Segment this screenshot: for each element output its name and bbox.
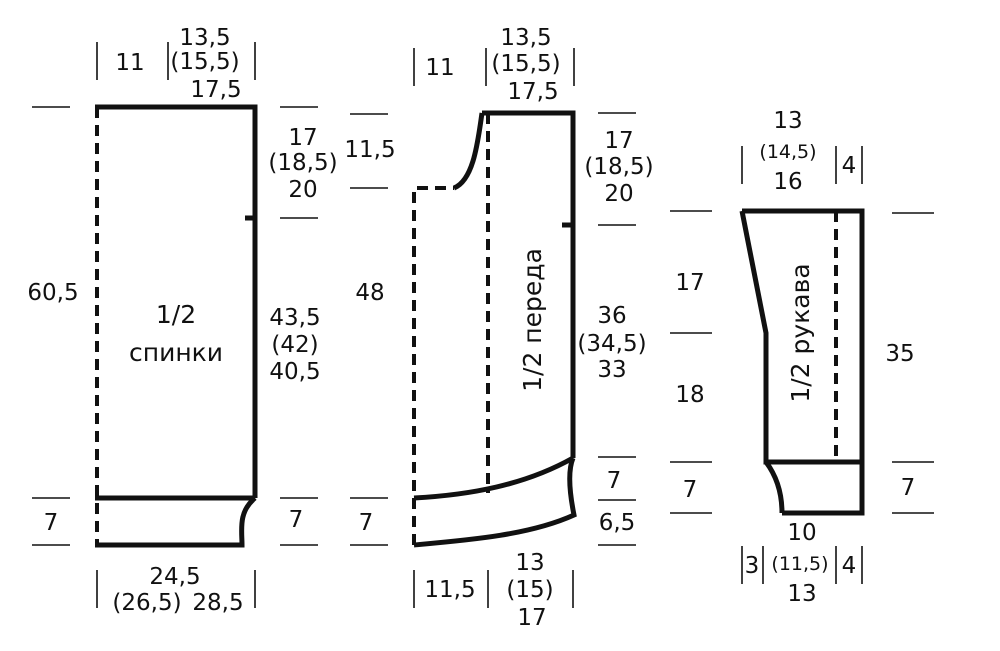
back-rib-right-label: 7: [289, 507, 304, 533]
front-armhole-label-2: (18,5): [584, 154, 653, 180]
sleeve-bottom-mid-label-1: 10: [787, 520, 816, 546]
sleeve-cuff-right-label: 7: [901, 475, 916, 501]
front-top-right-label-3: 17,5: [507, 79, 558, 105]
back-title-line-2: спинки: [129, 338, 223, 367]
back-title-line-1: 1/2: [156, 300, 196, 329]
sleeve-upper-label: 17: [675, 270, 704, 296]
front-bottom-left-label: 11,5: [424, 577, 475, 603]
back-top-right-label-1: 13,5: [179, 25, 230, 51]
sleeve-title: 1/2 рукава: [786, 263, 815, 402]
back-height-label: 60,5: [27, 280, 78, 306]
sleeve-bottom-right-label: 4: [842, 553, 857, 579]
back-width-label-2: (26,5): [112, 590, 181, 616]
sleeve-bottom-mid-label-2: (11,5): [771, 553, 828, 575]
front-top-right-label-1: 13,5: [500, 25, 551, 51]
front-rib-right-top-label: 7: [607, 468, 622, 494]
front-rib-right-bottom-label: 6,5: [599, 510, 636, 536]
front-height-left-label: 48: [355, 280, 384, 306]
back-body-label-3: 40,5: [269, 359, 320, 385]
back-width-label-1: 24,5: [149, 564, 200, 590]
sleeve-cuff-left-label: 7: [683, 477, 698, 503]
front-top-right-label-2: (15,5): [491, 51, 560, 77]
front-rib-left-label: 7: [359, 510, 374, 536]
back-width-label-3: 28,5: [192, 590, 243, 616]
front-piece: 11 13,5 (15,5) 17,5 11,5 48 7 17 (18,5) …: [344, 25, 653, 631]
front-title: 1/2 переда: [518, 248, 547, 392]
front-bottom-right-label-1: 13: [515, 550, 544, 576]
front-body-label-1: 36: [597, 303, 626, 329]
front-top-left-label: 11: [425, 55, 454, 81]
front-bottom-right-label-3: 17: [517, 605, 546, 631]
back-top-right-label-2: (15,5): [170, 49, 239, 75]
sleeve-middle-label: 18: [675, 382, 704, 408]
back-body-label-1: 43,5: [269, 305, 320, 331]
sleeve-height-right-label: 35: [885, 341, 914, 367]
front-body-label-3: 33: [597, 357, 626, 383]
back-top-left-label: 11: [115, 50, 144, 76]
front-armhole-label-1: 17: [604, 128, 633, 154]
back-armhole-label-2: (18,5): [268, 150, 337, 176]
back-piece: 11 13,5 (15,5) 17,5 60,5 7 17 (18,5) 20 …: [27, 25, 337, 616]
back-outline-solid: [95, 104, 258, 548]
sleeve-top-label-3: 16: [773, 169, 802, 195]
sleeve-bottom-mid-label-3: 13: [787, 581, 816, 607]
sleeve-piece: 13 (14,5) 16 4 17 18 7 35 7 3 10 (11,5) …: [670, 108, 934, 607]
front-body-label-2: (34,5): [577, 331, 646, 357]
back-top-right-label-3: 17,5: [190, 77, 241, 103]
front-armhole-label-3: 20: [604, 181, 633, 207]
back-body-label-2: (42): [271, 332, 318, 358]
back-armhole-label-1: 17: [288, 125, 317, 151]
back-rib-left-label: 7: [44, 510, 59, 536]
front-neck-depth-label: 11,5: [344, 137, 395, 163]
front-bottom-right-label-2: (15): [506, 577, 553, 603]
sleeve-outline-solid: [739, 208, 865, 516]
sleeve-bottom-left-label: 3: [745, 553, 760, 579]
front-center-and-neck-dashed: [412, 186, 454, 545]
back-armhole-label-3: 20: [288, 177, 317, 203]
sleeve-top-label-2: (14,5): [759, 141, 816, 163]
front-outline-solid: [413, 110, 577, 548]
sleeve-top-label-1: 13: [773, 108, 802, 134]
sleeve-top-right-label: 4: [842, 153, 857, 179]
